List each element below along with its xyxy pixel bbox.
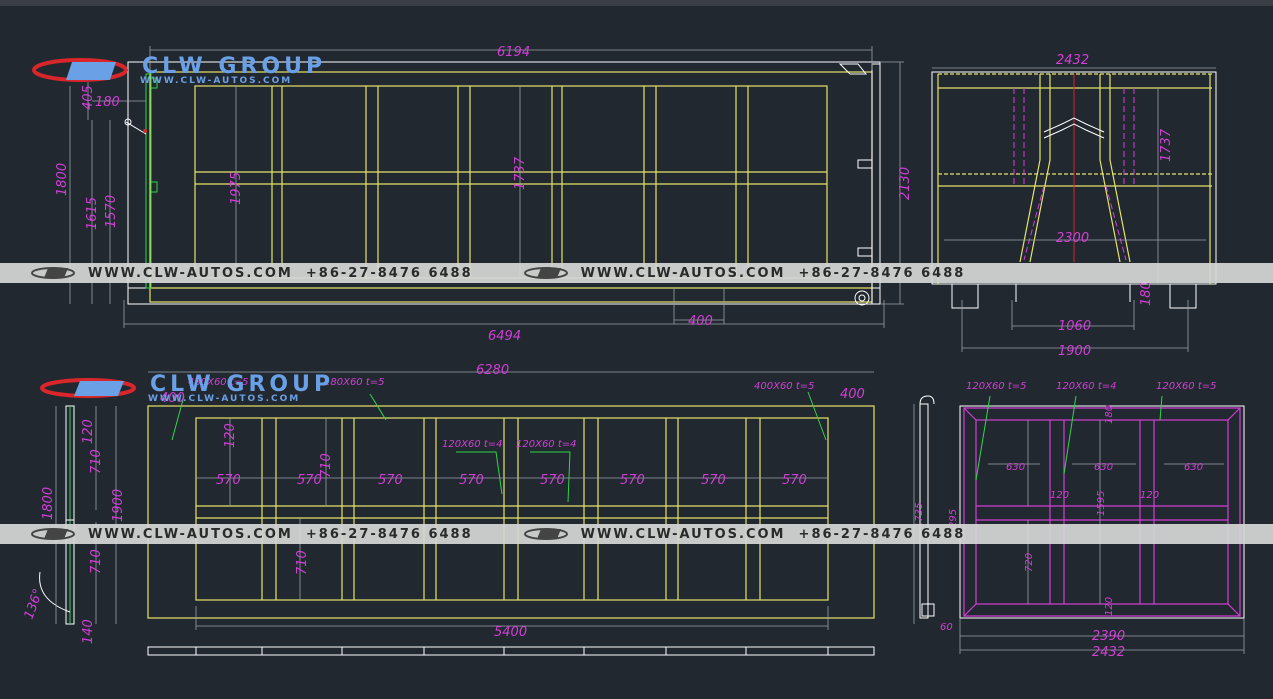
dim-plan-710-upper: 710 bbox=[319, 453, 334, 478]
dim-left-120: 120 bbox=[81, 419, 96, 444]
clw-mini-logo-icon bbox=[523, 266, 569, 280]
brand-name-bottom: CLW GROUP bbox=[150, 372, 335, 397]
bay-5: 570 bbox=[540, 473, 565, 488]
dim-1900: 1900 bbox=[1058, 344, 1091, 359]
dim-405: 405 bbox=[81, 85, 96, 110]
dim-bev-width-outer: 2432 bbox=[1092, 645, 1125, 660]
clw-logo-icon bbox=[40, 378, 136, 398]
dim-end-width: 2432 bbox=[1056, 53, 1089, 68]
brand-logo-top: CLW GROUP WWW.CLW-AUTOS.COM bbox=[32, 54, 392, 88]
dim-plan-710-lower: 710 bbox=[295, 550, 310, 575]
clw-mini-logo-icon bbox=[523, 527, 569, 541]
dim-bev-60: 60 bbox=[940, 622, 953, 633]
bottom-plan-view: 6280 5400 570 570 570 570 570 570 570 57… bbox=[22, 363, 875, 656]
dim-length-bottom: 6494 bbox=[488, 329, 521, 344]
dim-left-140: 140 bbox=[81, 619, 96, 644]
watermark-url: WWW.CLW-AUTOS.COM bbox=[580, 265, 786, 281]
dim-height-overall: 2130 bbox=[898, 167, 913, 200]
bay-2: 570 bbox=[297, 473, 322, 488]
watermark-band-top: WWW.CLW-AUTOS.COM +86-27-8476 6488 WWW.C… bbox=[0, 263, 1273, 283]
brand-url-bottom: WWW.CLW-AUTOS.COM bbox=[148, 394, 301, 404]
dim-inner-height: 1737 bbox=[513, 156, 528, 190]
brand-name-top: CLW GROUP bbox=[142, 54, 327, 79]
dim-left-710-b: 710 bbox=[89, 549, 104, 574]
bay-3: 570 bbox=[378, 473, 403, 488]
top-side-view: 6194 6494 2130 1737 1975 1800 1615 1570 … bbox=[55, 45, 913, 344]
dim-end-180: 180 bbox=[1139, 281, 1154, 306]
bottom-end-view: 2390 2432 120X60 t=5 120X60 t=4 120X60 t… bbox=[913, 381, 1245, 660]
dim-1570: 1570 bbox=[104, 195, 119, 228]
dim-bev-120-a: 120 bbox=[1050, 490, 1069, 501]
dim-bev-295: 295 bbox=[948, 509, 959, 528]
clw-mini-logo-icon bbox=[30, 266, 76, 280]
dim-plan-120: 120 bbox=[223, 423, 238, 448]
top-end-view: 2432 1737 2300 1060 1900 180 bbox=[931, 53, 1217, 359]
dim-180: 180 bbox=[95, 95, 120, 110]
brand-logo-bottom: CLW GROUP WWW.CLW-AUTOS.COM bbox=[40, 372, 400, 406]
clw-mini-logo-icon bbox=[30, 527, 76, 541]
dim-plan-length: 6280 bbox=[476, 363, 509, 378]
dim-end-400-right: 400 bbox=[840, 387, 865, 402]
dim-1060: 1060 bbox=[1058, 319, 1091, 334]
dim-left-1900: 1900 bbox=[111, 489, 126, 522]
bay-7: 570 bbox=[701, 473, 726, 488]
watermark-url: WWW.CLW-AUTOS.COM bbox=[580, 526, 786, 542]
label-bev-a: 120X60 t=5 bbox=[966, 381, 1027, 392]
bay-1: 570 bbox=[216, 473, 241, 488]
watermark-phone: +86-27-8476 6488 bbox=[305, 526, 473, 542]
label-480x60: 480X60 t=5 bbox=[188, 377, 249, 388]
dim-1800: 1800 bbox=[55, 163, 70, 196]
watermark-phone: +86-27-8476 6488 bbox=[305, 265, 473, 281]
label-400x60: 400X60 t=5 bbox=[754, 381, 815, 392]
bay-8: 570 bbox=[782, 473, 807, 488]
brand-url-top: WWW.CLW-AUTOS.COM bbox=[140, 76, 293, 86]
dim-bev-120-b: 120 bbox=[1140, 490, 1159, 501]
dim-bev-720: 720 bbox=[1024, 553, 1035, 572]
watermark-phone: +86-27-8476 6488 bbox=[798, 265, 966, 281]
bay-6: 570 bbox=[620, 473, 645, 488]
dim-bev-1595: 1595 bbox=[1096, 491, 1107, 516]
dim-1615: 1615 bbox=[85, 197, 100, 230]
bay-4: 570 bbox=[459, 473, 484, 488]
dim-end-height: 1737 bbox=[1159, 128, 1174, 162]
dim-bev-width-inner: 2390 bbox=[1092, 629, 1125, 644]
dim-end-400-left: 400 bbox=[160, 391, 185, 406]
watermark-band-bottom: WWW.CLW-AUTOS.COM +86-27-8476 6488 WWW.C… bbox=[0, 524, 1273, 544]
dim-bev-120-c: 120 bbox=[1104, 597, 1115, 616]
dim-bev-180: 180 bbox=[1104, 405, 1115, 424]
dim-plan-inner-length: 5400 bbox=[494, 625, 527, 640]
dim-left-1800: 1800 bbox=[41, 487, 56, 520]
watermark-phone: +86-27-8476 6488 bbox=[798, 526, 966, 542]
dim-length-top: 6194 bbox=[497, 45, 530, 60]
dim-bev-630-c: 630 bbox=[1184, 462, 1203, 473]
dim-mid-height: 1975 bbox=[229, 172, 244, 205]
watermark-url: WWW.CLW-AUTOS.COM bbox=[88, 526, 293, 542]
label-bev-c: 120X60 t=5 bbox=[1156, 381, 1217, 392]
dim-end-inner-width: 2300 bbox=[1056, 231, 1089, 246]
clw-logo-icon bbox=[32, 58, 128, 82]
watermark-url: WWW.CLW-AUTOS.COM bbox=[88, 265, 293, 281]
dim-bev-630-b: 630 bbox=[1094, 462, 1113, 473]
label-120x60-b: 120X60 t=4 bbox=[516, 439, 577, 450]
label-bev-b: 120X60 t=4 bbox=[1056, 381, 1117, 392]
label-120x60-a: 120X60 t=4 bbox=[442, 439, 503, 450]
dim-left-710-a: 710 bbox=[89, 449, 104, 474]
dim-bev-1735: 1735 bbox=[914, 503, 925, 528]
label-180x60: 180X60 t=5 bbox=[324, 377, 385, 388]
dim-bev-630-a: 630 bbox=[1006, 462, 1025, 473]
dim-bottom-400: 400 bbox=[688, 314, 713, 329]
